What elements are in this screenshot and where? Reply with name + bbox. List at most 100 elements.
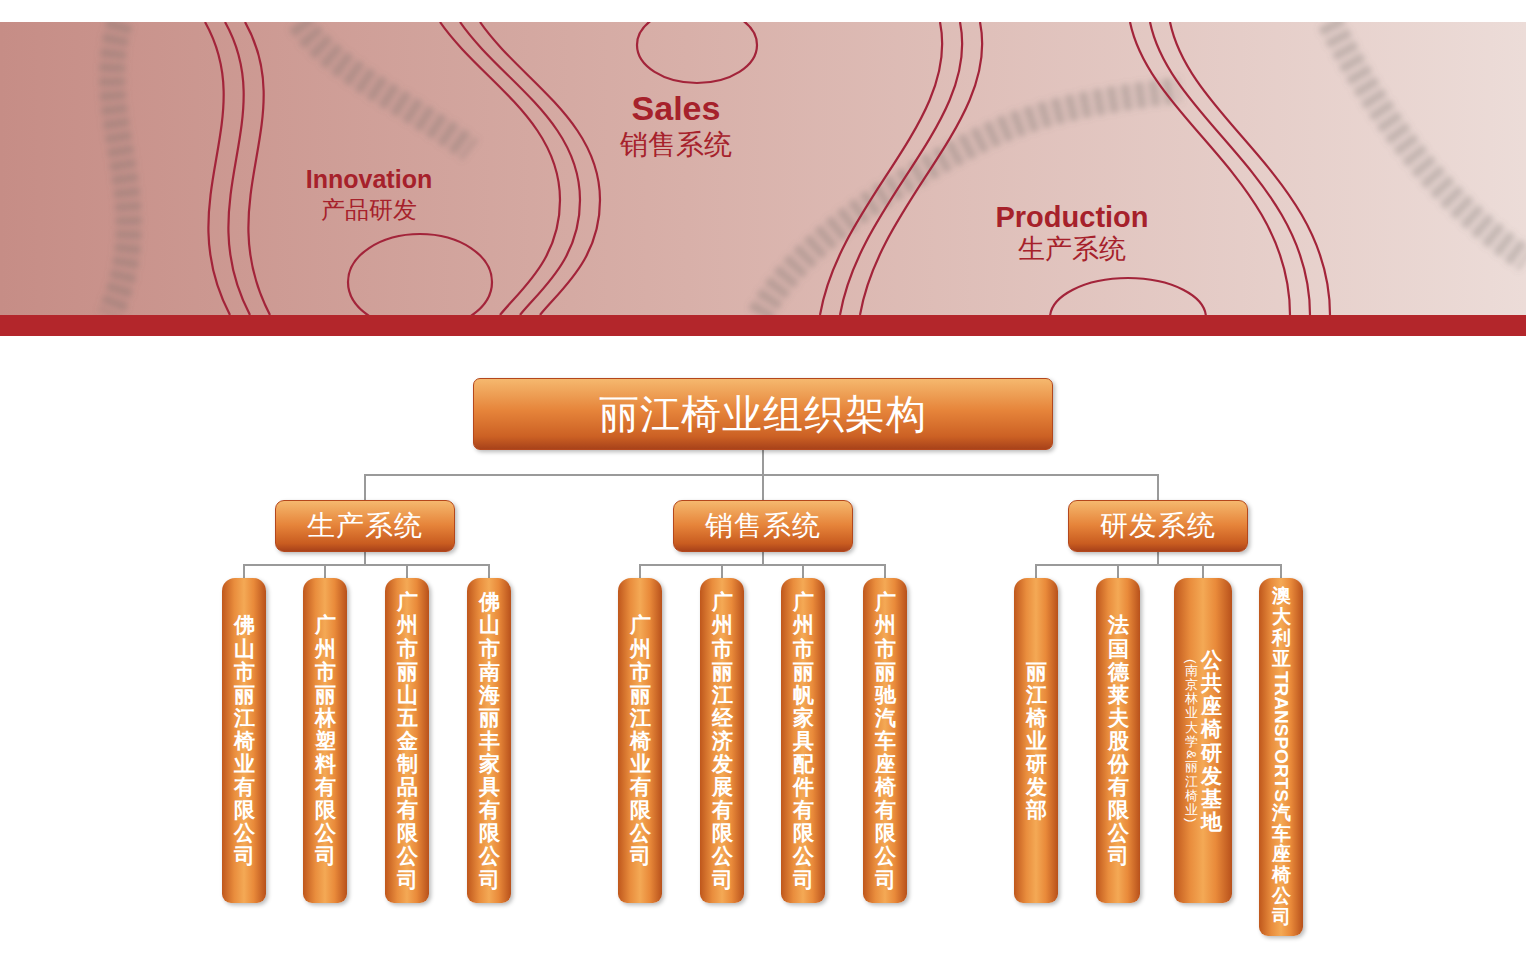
text-run: 佛 [234, 613, 255, 636]
company-name: 法国德莱夫股份有限公司 [1108, 613, 1129, 867]
text-run: 州 [875, 613, 896, 636]
system-box: 研发系统 [1068, 500, 1248, 552]
text-run: 地 [1201, 810, 1222, 833]
company-name: 佛山市南海丽丰家具有限公司 [479, 590, 500, 890]
text-run: 林 [1185, 692, 1198, 706]
text-run: 江 [630, 706, 651, 729]
text-run: 司 [315, 844, 336, 867]
text-run: 国 [1108, 637, 1129, 660]
text-run: 州 [630, 637, 651, 660]
text-run: 公 [712, 844, 733, 867]
text-run: 业 [1185, 803, 1198, 817]
org-connector [763, 450, 1158, 500]
text-columns: 丽江椅业研发部 [1026, 660, 1047, 822]
rotated-run: & [1185, 750, 1198, 759]
text-run: 椅 [875, 775, 896, 798]
text-run: 公 [479, 844, 500, 867]
text-run: 佛 [479, 590, 500, 613]
text-run: 座 [1201, 694, 1222, 717]
banner-illustration [0, 0, 1526, 340]
text-run: 有 [397, 798, 418, 821]
text-run: 市 [712, 637, 733, 660]
text-columns: 广州市丽江椅业有限公司 [630, 613, 651, 867]
text-run: 公 [234, 821, 255, 844]
text-run: 发 [712, 752, 733, 775]
text-run: 京 [1185, 678, 1198, 692]
text-run: 济 [712, 729, 733, 752]
text-run: 有 [234, 775, 255, 798]
text-run: 椅 [630, 729, 651, 752]
text-run: 南 [479, 660, 500, 683]
org-connector [325, 552, 365, 578]
text-run: 公 [315, 821, 336, 844]
text-run: 有 [630, 775, 651, 798]
company-column: 广州市丽帆家具配件有限公司 [781, 578, 825, 903]
text-run: 品 [397, 775, 418, 798]
company-name: 广州市丽江椅业有限公司 [630, 613, 651, 867]
text-run: 塑 [315, 729, 336, 752]
company-name: 公共座椅研发基地 [1201, 648, 1222, 833]
company-column: 佛山市南海丽丰家具有限公司 [467, 578, 511, 903]
text-columns: 广州市丽山五金制品有限公司 [397, 590, 418, 890]
text-run: 限 [793, 821, 814, 844]
text-run: 丽 [315, 683, 336, 706]
org-connector [1118, 552, 1158, 578]
text-run: 有 [875, 798, 896, 821]
org-connector [722, 552, 763, 578]
text-run: 林 [315, 706, 336, 729]
org-connector [365, 552, 489, 578]
text-run: 德 [1108, 660, 1129, 683]
text-run: 椅 [234, 729, 255, 752]
text-run: 广 [630, 613, 651, 636]
text-run: 制 [397, 752, 418, 775]
company-name: 广州市丽江经济发展有限公司 [712, 590, 733, 890]
text-run: 大 [1272, 607, 1291, 628]
text-run: 研 [1026, 752, 1047, 775]
text-run: 丽 [479, 706, 500, 729]
company-name: 丽江椅业研发部 [1026, 660, 1047, 822]
chain-shapes [110, 22, 1526, 315]
rotated-run: ( [1185, 659, 1198, 663]
system-box: 销售系统 [673, 500, 853, 552]
company-column: 法国德莱夫股份有限公司 [1096, 578, 1140, 903]
text-run: ) [1185, 817, 1198, 823]
text-run: 司 [234, 844, 255, 867]
text-run: 司 [712, 868, 733, 891]
text-run: 司 [630, 844, 651, 867]
text-run: 司 [1272, 907, 1291, 928]
company-column: (南京林业大学&丽江椅业)公共座椅研发基地 [1174, 578, 1232, 903]
text-run: 限 [397, 821, 418, 844]
text-run: 研 [1201, 741, 1222, 764]
text-run: 具 [479, 775, 500, 798]
text-run: 汽 [875, 706, 896, 729]
text-run: 业 [1026, 729, 1047, 752]
text-run: 五 [397, 706, 418, 729]
text-run: 限 [315, 798, 336, 821]
text-run: 件 [793, 775, 814, 798]
text-run: 大 [1185, 721, 1198, 735]
company-column: 丽江椅业研发部 [1014, 578, 1058, 903]
text-run: TRANSPORTS [1272, 670, 1291, 803]
company-column: 澳大利亚TRANSPORTS汽车座椅公司 [1259, 578, 1303, 936]
banner-bar [0, 315, 1526, 336]
org-title: 丽江椅业组织架构 [599, 387, 927, 442]
org-connector [763, 552, 885, 578]
text-run: 丽 [234, 683, 255, 706]
text-run: 司 [479, 868, 500, 891]
text-run: 市 [793, 637, 814, 660]
text-run: 丽 [630, 683, 651, 706]
text-run: 学 [1185, 735, 1198, 749]
text-run: 司 [1108, 844, 1129, 867]
text-run: 经 [712, 706, 733, 729]
text-run: 丰 [479, 729, 500, 752]
banner-ground [0, 22, 1526, 315]
org-connector [1036, 552, 1158, 578]
org-connector [640, 552, 763, 578]
text-run: 州 [712, 613, 733, 636]
text-columns: 佛山市丽江椅业有限公司 [234, 613, 255, 867]
text-run: 公 [875, 844, 896, 867]
text-run: 澳 [1272, 586, 1291, 607]
text-run: 市 [875, 637, 896, 660]
org-title-box: 丽江椅业组织架构 [473, 378, 1053, 450]
